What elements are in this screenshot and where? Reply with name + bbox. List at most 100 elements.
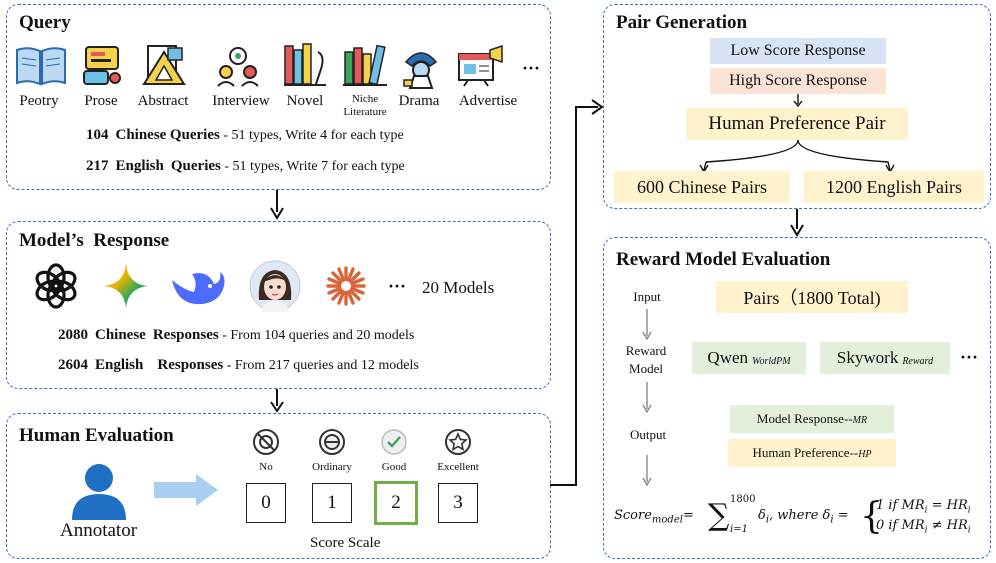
level-label-excellent: Excellent	[437, 461, 479, 473]
formula-case1-i: i	[924, 505, 928, 516]
hp-text: Human Preference--	[752, 445, 859, 460]
prose-icon	[83, 46, 121, 85]
drama-icon	[403, 52, 438, 89]
formula-brace: {	[860, 496, 883, 537]
reward-title: Reward Model Evaluation	[616, 249, 831, 270]
query-stat-lang: English	[115, 158, 164, 174]
output-label: Output	[629, 427, 667, 442]
query-stat-lang: Chinese	[115, 127, 167, 143]
arrow-to-pref	[793, 94, 803, 108]
formula-lhs: Score	[614, 508, 652, 523]
response-ellipsis: ···	[388, 276, 407, 296]
claude-logo-icon	[326, 266, 366, 306]
reward-ellipsis: ···	[960, 347, 979, 367]
response-stat-kind: Responses	[157, 357, 224, 373]
gemini-logo-icon	[104, 264, 148, 308]
no-icon	[253, 429, 279, 455]
formula-delta: δ	[758, 508, 766, 523]
pair-title: Pair Generation	[616, 12, 748, 33]
mr-text: Model Response--	[756, 411, 853, 426]
response-stat-desc: - From 104 queries and 20 models	[218, 328, 415, 343]
reward-label-line1: Reward	[625, 343, 667, 358]
response-stat-kind: Responses	[152, 327, 219, 343]
formula-case2-rel: ≠ HR	[927, 518, 968, 533]
formula-case1-rel: = HR	[927, 498, 968, 513]
formula-i2: i	[830, 514, 834, 526]
score-box-2: 2	[374, 481, 418, 525]
score-box-3: 3	[438, 483, 478, 523]
query-label-abstract: Abstract	[137, 93, 189, 109]
query-stat-count: 217	[86, 158, 109, 174]
response-stat-lang: English	[95, 357, 144, 373]
good-icon	[381, 429, 407, 455]
reward-label-line2: Model	[629, 361, 663, 376]
score-formula: Scoremodel= ∑ 1800 i=1 δi, where δi = { …	[614, 494, 971, 537]
response-stat-desc: - From 217 queries and 12 models	[223, 358, 419, 373]
pref-pair-box: Human Preference Pair	[686, 108, 908, 140]
formula-i: i	[765, 514, 770, 526]
query-label-peotry: Peotry	[19, 93, 59, 109]
query-stat-chinese: 104 Chinese Queries - 51 types, Write 4 …	[86, 127, 404, 144]
abstract-icon	[142, 45, 186, 85]
query-stat-desc: - 51 types, Write 4 for each type	[219, 128, 404, 143]
response-stat-lang: Chinese	[95, 327, 146, 343]
flow-arrow-2	[642, 382, 652, 414]
human-preference-box: Human Preference--HP	[728, 439, 896, 467]
advertise-icon	[458, 44, 503, 87]
response-title: Model’s Response	[19, 230, 170, 251]
input-label: Input	[633, 289, 661, 304]
query-label-niche: Niche	[351, 93, 379, 105]
flow-arrow-3	[642, 455, 652, 487]
query-label-literature: Literature	[343, 106, 387, 118]
english-pairs-box: 1200 English Pairs	[804, 171, 984, 203]
query-stat-desc: - 51 types, Write 7 for each type	[220, 159, 405, 174]
niche-literature-icon	[343, 44, 387, 86]
input-pairs-box: Pairs（1800 Total)	[716, 281, 908, 313]
book-icon	[16, 47, 66, 86]
formula-case2: 0 if MR	[876, 518, 925, 533]
response-stat-count: 2604	[58, 357, 88, 373]
excellent-icon	[445, 429, 471, 455]
chinese-pairs-box: 600 Chinese Pairs	[614, 171, 790, 203]
mr-sub: MR	[852, 415, 868, 426]
formula-upper: 1800	[730, 494, 756, 505]
query-label-advertise: Advertise	[458, 93, 518, 109]
query-label-novel: Novel	[286, 93, 324, 109]
interview-icon	[217, 47, 259, 87]
response-stat-count: 2080	[58, 327, 88, 343]
formula-lower: i=1	[730, 524, 748, 535]
low-score-box: Low Score Response	[710, 38, 886, 64]
query-stat-count: 104	[86, 127, 109, 143]
person-icon	[72, 464, 126, 520]
novel-icon	[284, 43, 326, 86]
qwen-name: Qwen	[707, 348, 749, 367]
query-label-prose: Prose	[84, 93, 118, 109]
query-title: Query	[19, 12, 71, 33]
openai-logo-icon	[35, 263, 77, 309]
skywork-sub: Reward	[902, 355, 934, 367]
ordinary-icon	[319, 429, 345, 455]
response-stat-english: 2604 English Responses - From 217 querie…	[58, 357, 419, 374]
high-score-box: High Score Response	[710, 68, 886, 94]
skywork-name: Skywork	[836, 348, 899, 367]
query-panel	[6, 4, 551, 190]
score-box-0: 0	[246, 483, 286, 523]
query-label-drama: Drama	[398, 93, 440, 109]
query-stat-english: 217 English Queries - 51 types, Write 7 …	[86, 158, 405, 175]
level-label-good: Good	[381, 461, 407, 473]
query-stat-kind: Queries	[169, 127, 220, 143]
deepseek-logo-icon	[172, 272, 225, 305]
assistant-avatar-icon	[249, 260, 301, 312]
formula-lhs-sub: model	[651, 514, 683, 526]
arrow-light-icon	[154, 474, 218, 506]
query-stat-kind: Queries	[170, 158, 221, 174]
qwen-sub: WorldPM	[752, 355, 791, 367]
level-label-no: No	[259, 461, 273, 473]
annotator-label: Annotator	[60, 520, 138, 541]
formula-eq: =	[682, 508, 694, 523]
flow-arrow-1	[642, 309, 652, 341]
formula-where: , where δ	[769, 508, 831, 523]
formula-case2-i2: i	[967, 525, 971, 536]
response-stat-chinese: 2080 Chinese Responses - From 104 querie…	[58, 327, 414, 344]
